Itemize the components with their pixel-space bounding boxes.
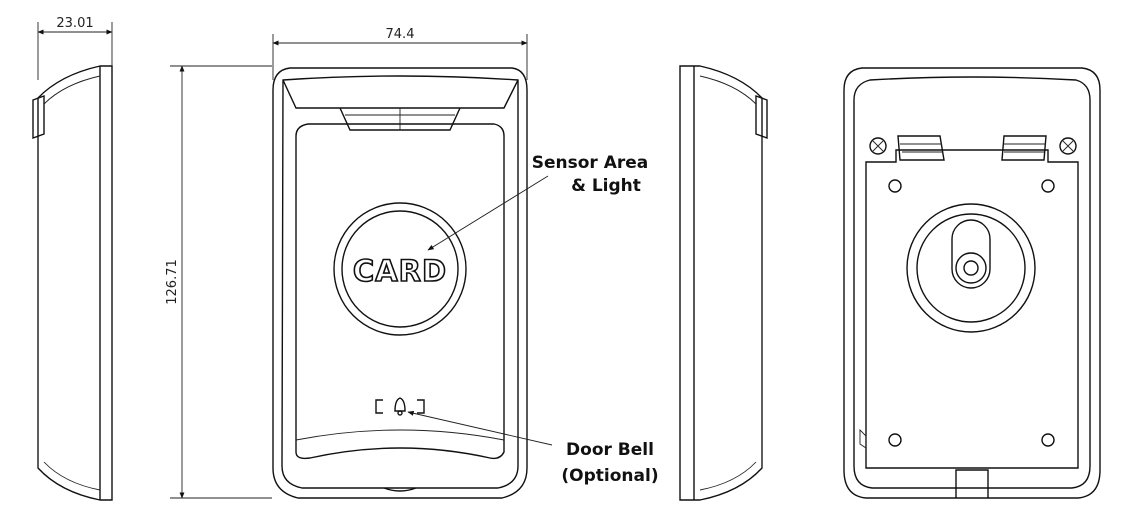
front-view: 74.4 126.71 CARD <box>165 27 528 499</box>
sensor-callout-line2: & Light <box>571 176 641 196</box>
bell-callout-line2: (Optional) <box>561 466 658 486</box>
sensor-callout: Sensor Area & Light <box>427 153 649 251</box>
depth-dimension: 23.01 <box>56 16 93 31</box>
sensor-callout-line1: Sensor Area <box>532 153 649 173</box>
right-side-view <box>679 65 768 501</box>
screw-icon <box>869 137 887 155</box>
screw-icon <box>1059 137 1077 155</box>
bell-icon <box>375 397 425 416</box>
height-dimension: 126.71 <box>165 259 180 305</box>
left-side-view: 23.01 <box>32 16 113 501</box>
width-dimension: 74.4 <box>386 27 415 42</box>
card-button-label: CARD <box>353 254 447 288</box>
bell-callout: Door Bell (Optional) <box>407 410 659 486</box>
rear-view <box>843 67 1101 499</box>
bell-callout-line1: Door Bell <box>566 440 654 460</box>
